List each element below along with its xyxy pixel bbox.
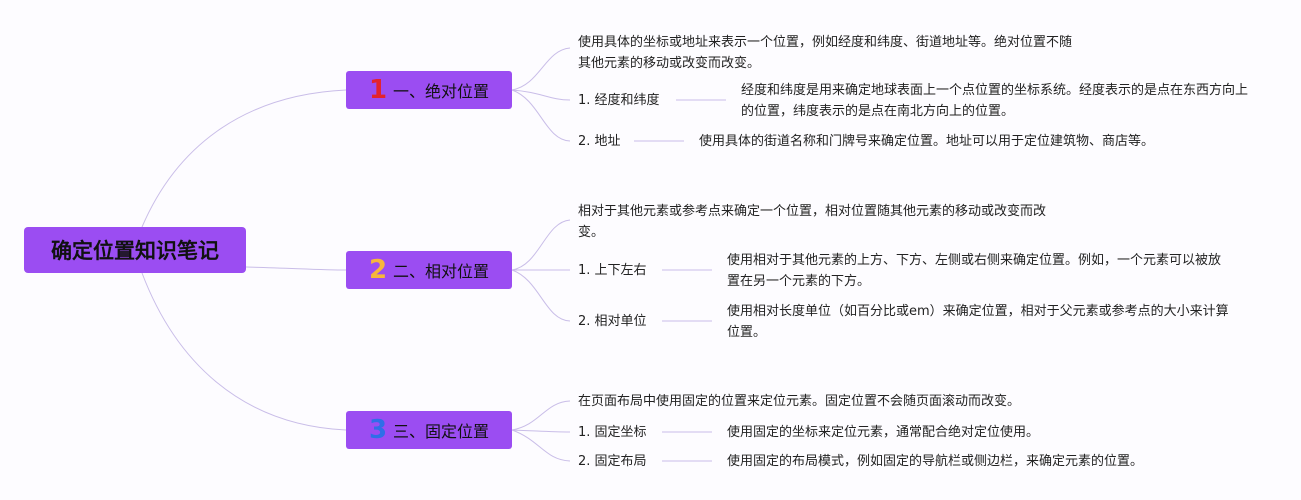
branch-node-absolute-position[interactable]: 1 一、绝对位置 (346, 71, 512, 109)
number-one-icon: 1 (368, 75, 388, 105)
branch-2-item-1-label[interactable]: 1. 上下左右 (578, 263, 647, 278)
branch-2-description: 相对于其他元素或参考点来确定一个位置，相对位置随其他元素的移动或改变而改变。 (578, 204, 1047, 240)
branch-2-item-1-detail: 使用相对于其他元素的上方、下方、左侧或右侧来确定位置。例如，一个元素可以被放置在… (727, 253, 1222, 289)
link-b2-desc (511, 219, 571, 271)
link-root-branch-3 (141, 272, 347, 431)
branch-node-label: 三、固定位置 (393, 422, 490, 441)
link-b3-item2 (511, 429, 571, 462)
branch-1-item-1-detail: 经度和纬度是用来确定地球表面上一个点位置的坐标系统。经度表示的是点在东西方向上的… (741, 83, 1249, 119)
link-b2-item2 (511, 269, 571, 322)
branch-1-description: 使用具体的坐标或地址来表示一个位置，例如经度和纬度、街道地址等。绝对位置不随其他… (578, 35, 1073, 71)
branch-2-item-2-detail: 使用相对长度单位（如百分比或em）来确定位置，相对于父元素或参考点的大小来计算位… (727, 304, 1229, 340)
link-root-branch-1 (141, 89, 347, 228)
branch-3-description: 在页面布局中使用固定的位置来定位元素。固定位置不会随页面滚动而改变。 (578, 394, 1021, 409)
branch-node-relative-position[interactable]: 2 二、相对位置 (346, 251, 512, 289)
branch-3-item-1-detail: 使用固定的坐标来定位元素，通常配合绝对定位使用。 (727, 425, 1040, 440)
root-node-label: 确定位置知识笔记 (51, 239, 219, 263)
branch-2-item-2-label[interactable]: 2. 相对单位 (578, 314, 647, 329)
branch-node-fixed-position[interactable]: 3 三、固定位置 (346, 411, 512, 449)
link-b1-item2 (511, 89, 571, 142)
link-b1-item1 (511, 89, 571, 101)
link-b1-desc (511, 47, 571, 91)
branch-1-item-2-label[interactable]: 2. 地址 (578, 134, 621, 149)
link-b3-desc (511, 400, 571, 431)
branch-node-label: 一、绝对位置 (393, 82, 490, 101)
link-root-branch-2 (245, 266, 347, 271)
branch-1-item-1-label[interactable]: 1. 经度和纬度 (578, 93, 660, 108)
branch-3-item-2-detail: 使用固定的布局模式，例如固定的导航栏或侧边栏，来确定元素的位置。 (727, 454, 1144, 469)
link-b3-item1 (511, 429, 571, 433)
number-three-icon: 3 (368, 415, 388, 445)
branch-node-label: 二、相对位置 (393, 262, 490, 281)
branch-1-item-2-detail: 使用具体的街道名称和门牌号来确定位置。地址可以用于定位建筑物、商店等。 (699, 134, 1155, 149)
branch-3-item-2-label[interactable]: 2. 固定布局 (578, 454, 647, 469)
branch-3-item-1-label[interactable]: 1. 固定坐标 (578, 425, 647, 440)
number-two-icon: 2 (368, 255, 388, 285)
root-node[interactable]: 确定位置知识笔记 (24, 227, 246, 273)
